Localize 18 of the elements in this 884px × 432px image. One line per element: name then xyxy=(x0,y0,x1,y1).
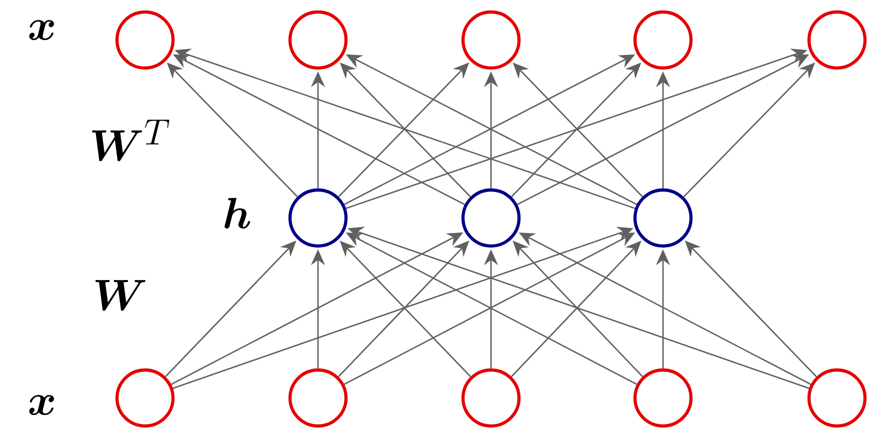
neuron-circle xyxy=(633,10,693,70)
neuron-circle xyxy=(807,368,867,428)
neuron-circle xyxy=(461,10,521,70)
neuron-circle xyxy=(633,368,693,428)
neuron-circle xyxy=(807,10,867,70)
neuron-circle xyxy=(461,368,521,428)
neuron-circle xyxy=(288,10,348,70)
neuron-circle xyxy=(633,188,693,248)
neuron-circle xyxy=(461,188,521,248)
neuron-circle xyxy=(288,368,348,428)
math-label: $\boldsymbol{h}$ xyxy=(224,198,250,229)
math-label: $\boldsymbol{x}$ xyxy=(29,20,54,40)
neuron-circle xyxy=(115,10,175,70)
math-label: $\boldsymbol{W}^T$ xyxy=(92,120,170,162)
math-label: $\boldsymbol{W}$ xyxy=(95,280,146,311)
neuron-circle xyxy=(288,188,348,248)
neuron-circle xyxy=(115,368,175,428)
math-label: $\boldsymbol{x}$ xyxy=(29,394,54,416)
